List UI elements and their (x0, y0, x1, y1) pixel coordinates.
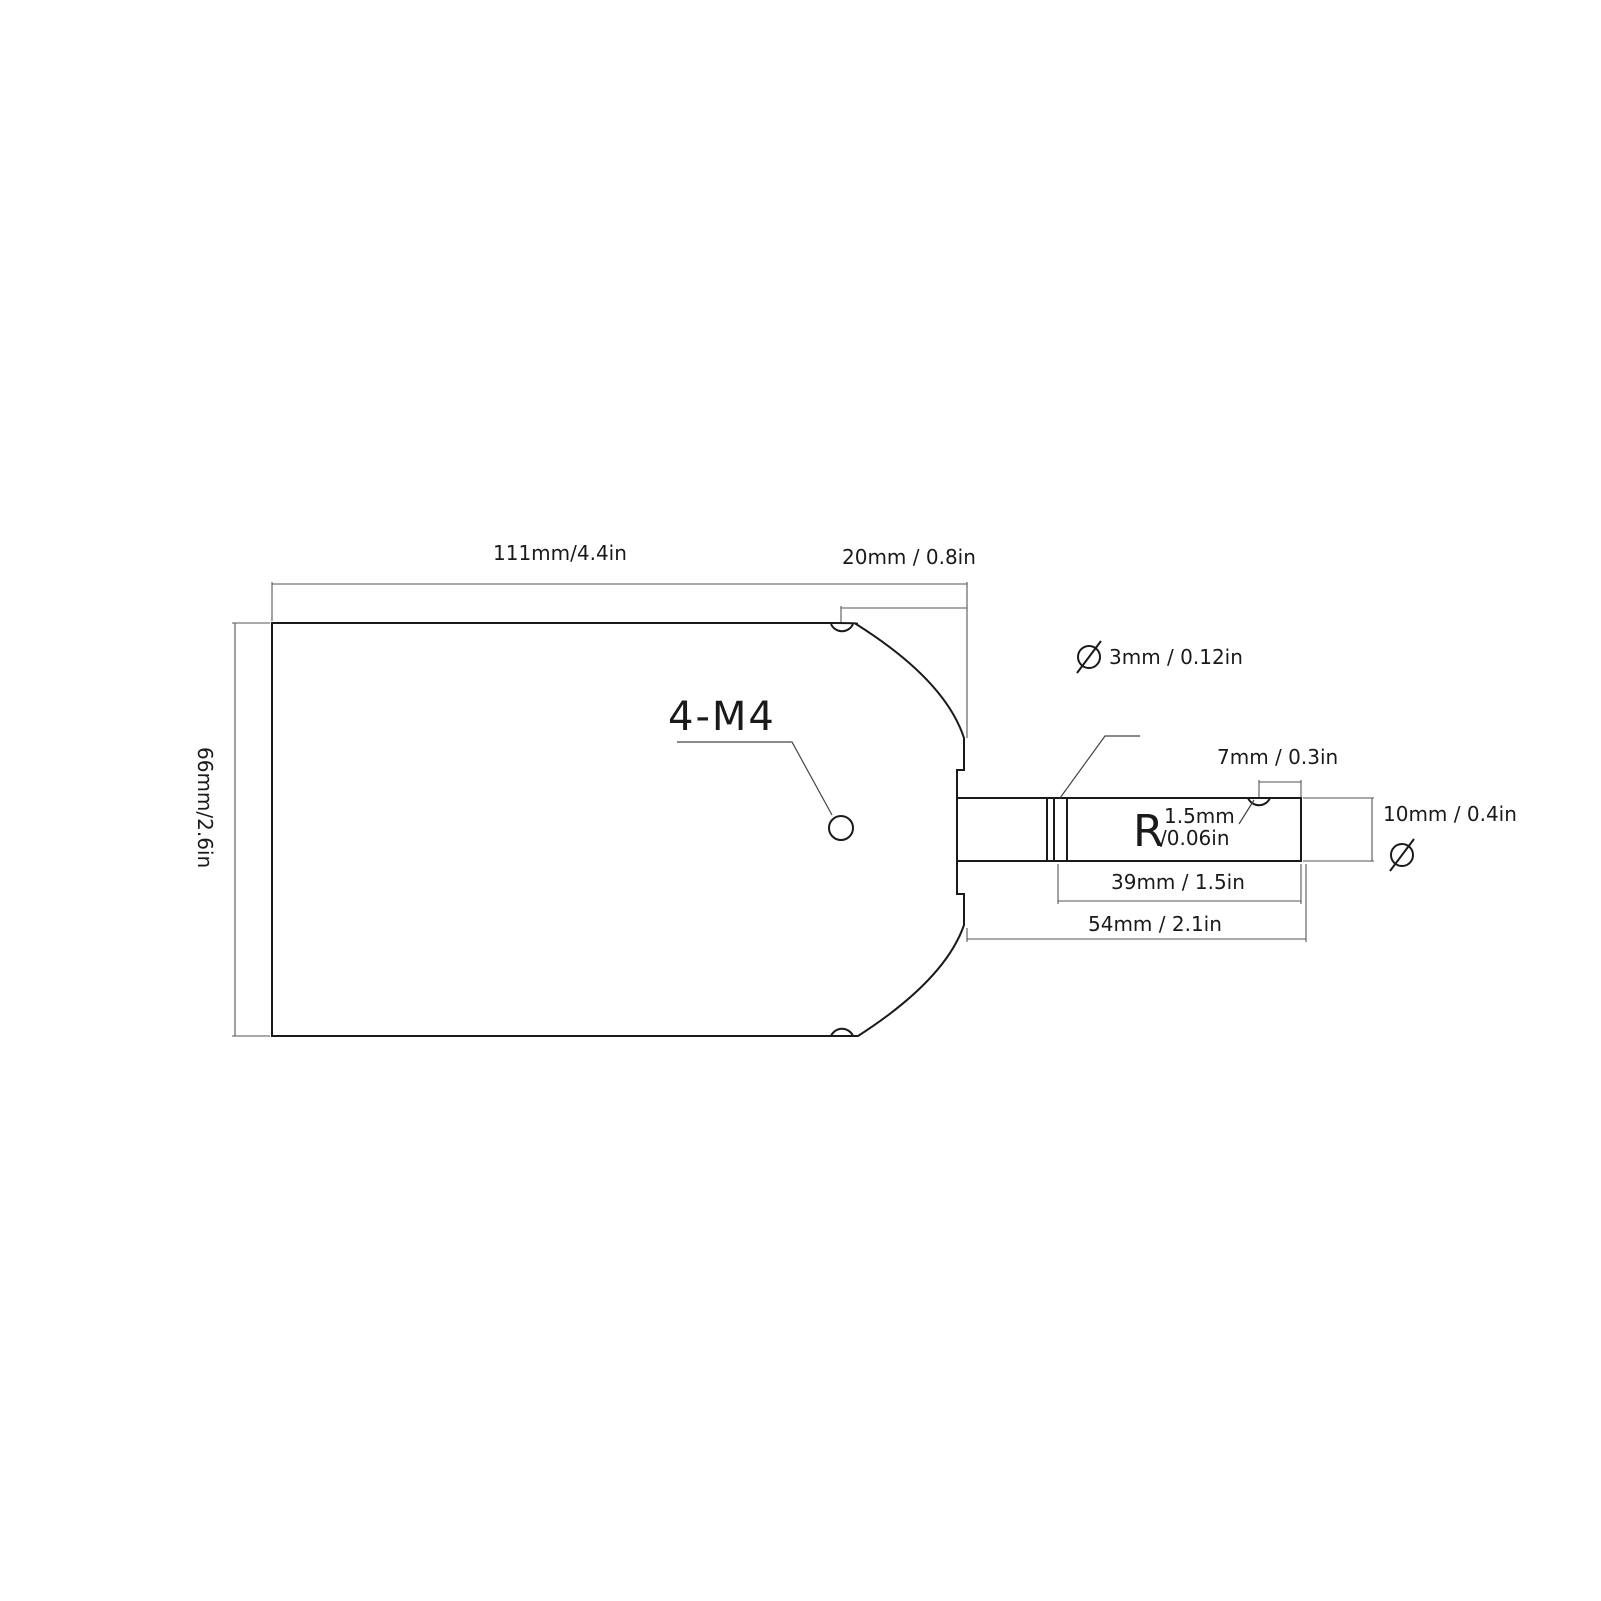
shaft-diameter-symbol-icon (1389, 838, 1415, 872)
label-total-shaft-length: 54mm / 2.1in (1088, 912, 1222, 936)
label-keyway-length: 7mm / 0.3in (1217, 745, 1338, 769)
dim-height-lines (232, 622, 270, 1037)
diameter-symbol-icon (1076, 640, 1102, 674)
label-shaft-diameter: 10mm / 0.4in (1383, 802, 1517, 826)
label-overall-length: 111mm/4.4in (493, 541, 627, 565)
label-shaft-length: 39mm / 1.5in (1111, 870, 1245, 894)
dim-overall-length-lines (271, 582, 968, 738)
mounting-hole (828, 815, 854, 841)
shaft (957, 797, 1302, 862)
label-radius-prefix: R (1133, 806, 1164, 857)
thread-leader (677, 741, 833, 816)
dim-shaft-length-lines (1057, 864, 1302, 904)
top-notch (830, 623, 854, 633)
radius-leader (1238, 799, 1255, 825)
bottom-notch (830, 1027, 854, 1037)
dim-flange-offset-lines (840, 606, 967, 622)
label-hole-diameter: 3mm / 0.12in (1109, 645, 1243, 669)
hole-diameter-leader (1059, 735, 1140, 799)
label-height: 66mm/2.6in (193, 747, 217, 868)
label-radius-in: /0.06in (1160, 826, 1230, 850)
dim-shaft-diameter-lines (1303, 797, 1374, 862)
dim-total-shaft-length-lines (966, 864, 1307, 942)
motor-body-outline (271, 622, 965, 1037)
dim-keyway-lines (1258, 780, 1302, 797)
label-flange-offset: 20mm / 0.8in (842, 545, 976, 569)
label-thread-callout: 4-M4 (668, 694, 776, 740)
label-radius-mm: 1.5mm (1164, 804, 1235, 828)
